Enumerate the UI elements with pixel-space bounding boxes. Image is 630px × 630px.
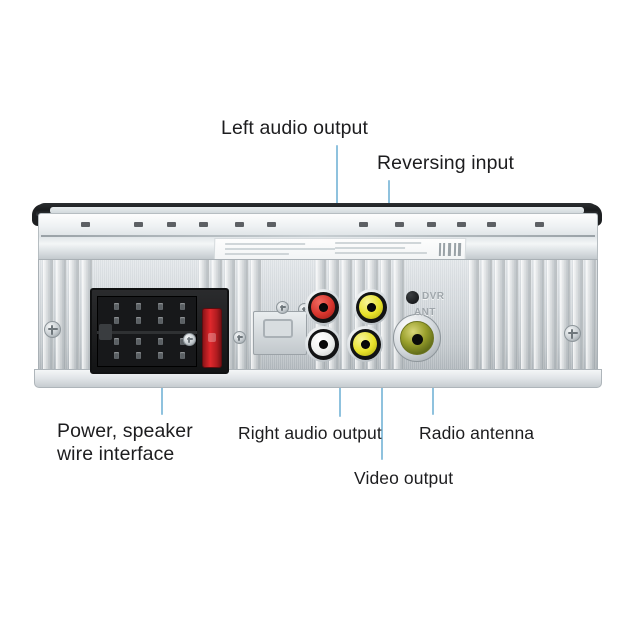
top-bezel-strip	[36, 203, 598, 216]
rca-jack-left-audio[interactable]	[305, 289, 341, 325]
leader-line-power	[161, 370, 164, 415]
leader-line-antenna	[432, 370, 435, 415]
callout-reversing-input: Reversing input	[377, 152, 514, 174]
dvr-port[interactable]	[406, 291, 419, 304]
callout-right-audio-output: Right audio output	[238, 423, 382, 443]
chassis-upper-deck	[38, 213, 598, 263]
aux-screw-a	[183, 333, 196, 346]
leader-line-video	[381, 365, 384, 460]
chassis-screw-left	[44, 321, 61, 338]
fuse-holder	[202, 308, 222, 368]
chassis-screw-right	[564, 325, 581, 342]
head-unit-device: DVR ANT	[28, 203, 606, 396]
chassis-screw-mid-a	[233, 331, 246, 344]
ant-emboss-label: ANT	[414, 307, 436, 318]
callout-wire-interface: wire interface	[57, 443, 175, 465]
callout-radio-antenna: Radio antenna	[419, 423, 535, 443]
aux-screw-b	[276, 301, 289, 314]
iso-power-speaker-connector[interactable]	[90, 288, 229, 374]
leader-line-right-audio	[339, 365, 342, 417]
callout-left-audio-output: Left audio output	[221, 117, 368, 139]
dvr-emboss-label: DVR	[422, 291, 445, 302]
callout-power-speaker: Power, speaker	[57, 420, 193, 442]
rca-jack-right-audio[interactable]	[305, 326, 341, 362]
antenna-jack[interactable]	[393, 314, 441, 362]
rca-jack-video-output[interactable]	[347, 326, 383, 362]
rca-jack-reversing-input[interactable]	[353, 289, 389, 325]
center-mount-bracket	[253, 311, 307, 355]
callout-video-output: Video output	[354, 468, 454, 488]
